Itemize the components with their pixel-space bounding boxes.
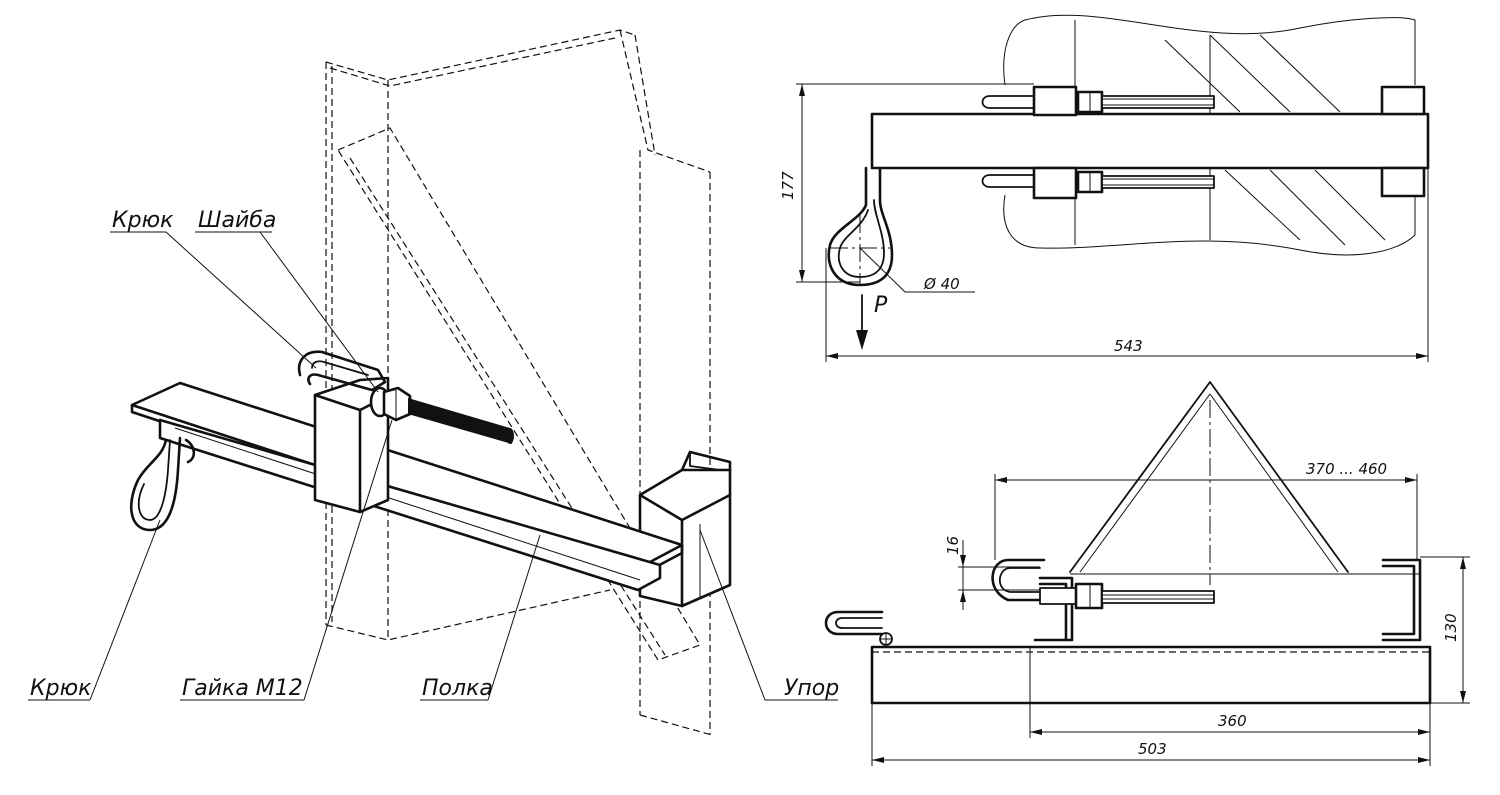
nut-washer-rod (369, 386, 514, 444)
dim-top-height: 177 (779, 171, 797, 200)
bolt-bottom (981, 166, 1215, 200)
shelf-bar-front (870, 645, 1432, 705)
stop-block-bottom (1380, 166, 1426, 198)
dim-range: 370 ... 460 (1306, 460, 1387, 478)
shelf-bar-top (870, 112, 1430, 170)
column-outline-dashed (325, 29, 713, 736)
hook-left (130, 436, 196, 532)
dim-top-length: 543 (1114, 337, 1143, 355)
stop-block-top (1380, 85, 1426, 116)
leader-lines (28, 231, 838, 701)
top-view: Ø 40 P 177 543 (779, 14, 1430, 362)
hook-small-front (824, 610, 893, 646)
load-label: P (874, 293, 888, 318)
dim-height: 130 (1442, 613, 1460, 642)
hook-front (991, 558, 1215, 610)
label-hook-bottom: Крюк (30, 676, 92, 701)
label-stop: Упор (784, 676, 839, 701)
label-shelf: Полка (422, 676, 493, 701)
dim-inner-length: 360 (1218, 712, 1247, 730)
stop-bracket (638, 450, 732, 608)
section-hatching (1164, 34, 1386, 246)
load-arrow-head (856, 330, 868, 350)
bolt-top (981, 85, 1215, 117)
dim-hole-diameter: Ø 40 (923, 275, 960, 293)
dim-total-length: 503 (1138, 740, 1167, 758)
label-nut: Гайка М12 (182, 676, 303, 701)
label-washer: Шайба (198, 208, 276, 233)
front-view: 370 ... 460 16 130 360 503 (824, 381, 1470, 766)
hook-loop-top (827, 166, 975, 293)
dim-gap: 16 (944, 536, 962, 555)
isometric-view: Крюк Шайба Крюк Гайка М12 Полка Упор (28, 29, 839, 736)
label-hook-top: Крюк (112, 208, 174, 233)
